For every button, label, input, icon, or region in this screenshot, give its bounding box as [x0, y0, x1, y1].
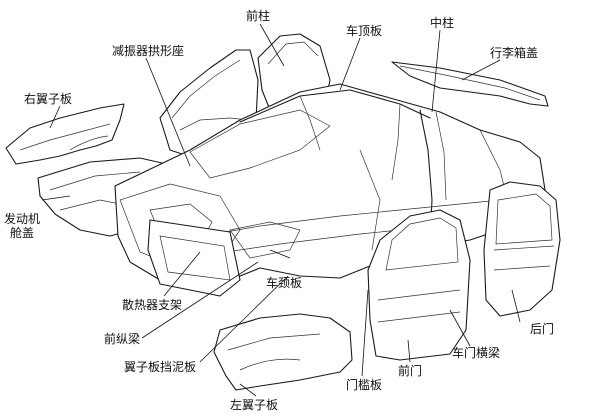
label-front-rail: 前纵梁 [104, 332, 141, 346]
label-center-pillar: 中柱 [430, 16, 455, 30]
radiator-support-part [147, 219, 241, 297]
label-hood-line1: 发动机 [4, 212, 41, 226]
label-front-door: 前门 [398, 364, 423, 378]
label-rear-door: 后门 [530, 322, 555, 336]
label-radiator-support: 散热器支架 [122, 298, 183, 312]
label-damper-arch: 减振器拱形座 [112, 44, 185, 58]
label-front-pillar: 前柱 [246, 9, 271, 23]
left-fender-part [213, 313, 353, 391]
trunk-lid-part [391, 61, 549, 107]
label-right-fender: 右翼子板 [24, 92, 73, 106]
label-roof-panel: 车顶板 [346, 24, 383, 38]
label-cowl-panel: 车颈板 [266, 276, 303, 290]
label-fender-apron: 翼子板挡泥板 [124, 360, 197, 374]
leader-lines [41, 23, 521, 397]
label-hood-line2: 舱盖 [9, 226, 34, 240]
label-left-fender: 左翼子板 [230, 398, 279, 412]
label-door-beam: 车门横梁 [452, 346, 501, 360]
label-hood: 发动机 舱盖 [4, 212, 40, 240]
front-door-part [367, 209, 471, 361]
label-sill-panel: 门槛板 [346, 378, 383, 392]
rear-door-part [483, 181, 561, 317]
right-fender-part [5, 103, 125, 165]
label-trunk-lid: 行李箱盖 [490, 46, 539, 60]
